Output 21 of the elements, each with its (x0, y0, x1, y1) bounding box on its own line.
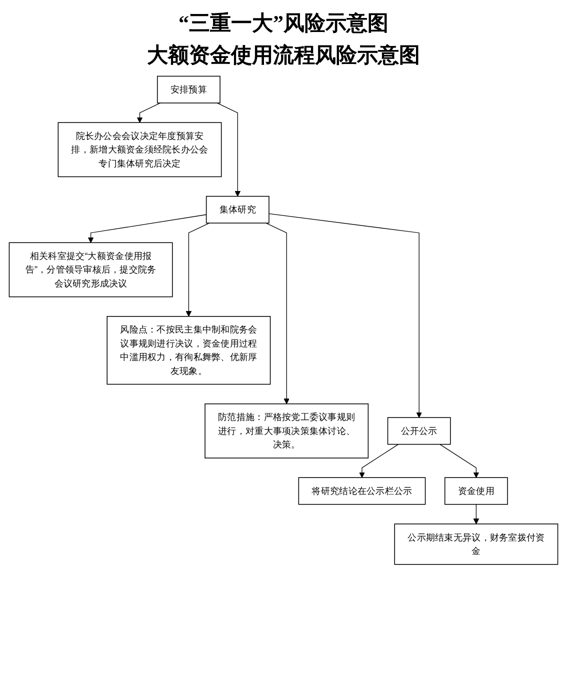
node-box: 院长办公会会议决定年度预算安排，新增大额资金须经院长办公会专门集体研究后决定 (58, 122, 222, 178)
node-box: 安排预算 (156, 76, 220, 104)
node-box: 公示期结束无异议，财务室拨付资金 (394, 524, 558, 565)
node-box: 集体研究 (206, 196, 270, 224)
node-box: 风险点：不按民主集中制和院务会议事规则进行决议，资金使用过程中滥用权力，有徇私舞弊、优新厚友现象。 (106, 316, 271, 385)
diagram-subtitle: 大额资金使用流程风险示意图 (147, 42, 420, 68)
node-box: 资金使用 (444, 477, 508, 505)
arrow (88, 214, 207, 243)
arrow (136, 102, 161, 123)
arrow (186, 222, 210, 317)
diagram-title: “三重一大”风险示意图 (178, 10, 388, 37)
arrow (266, 222, 290, 404)
node-box: 公开公示 (387, 417, 451, 445)
arrow (216, 102, 241, 197)
node-box: 相关科室提交“大额资金使用报告”，分管领导审核后，提交院务会议研究形成决议 (8, 242, 173, 298)
arrow (359, 444, 399, 478)
node-box: 将研究结论在公示栏公示 (298, 477, 426, 505)
node-box: 防范措施：严格按党工委议事规则进行，对重大事项决策集体讨论、决策。 (204, 403, 369, 458)
arrow (439, 444, 480, 478)
arrow (473, 504, 480, 524)
arrow (268, 213, 422, 418)
